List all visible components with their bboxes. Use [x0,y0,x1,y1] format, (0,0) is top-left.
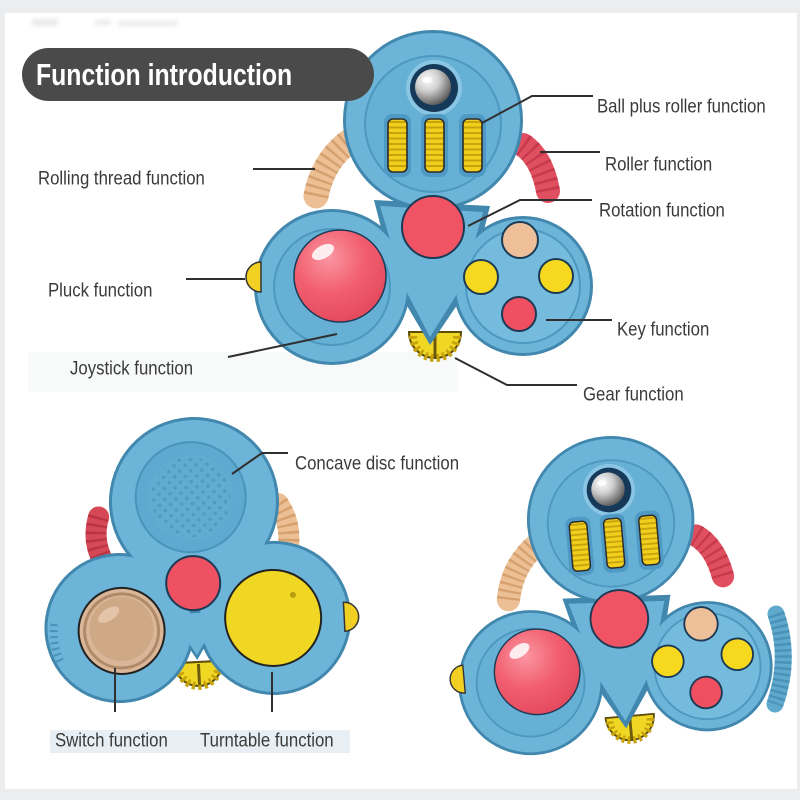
switch-button [77,586,166,675]
callout-rolling-thread: Rolling thread function [38,167,205,190]
callout-joystick: Joystick function [70,357,194,380]
roller-slots [384,114,486,177]
center-button-back [165,555,222,612]
key-buttons [463,221,574,332]
fidget-pad-back-view [44,416,360,704]
ball-track [406,60,462,116]
callout-turntable: Turntable function [200,729,334,752]
joystick-ball [293,229,387,323]
rolling-thread [303,127,364,209]
page-title: Function introduction [36,57,293,92]
rolling-thread-back [267,493,300,557]
pluck-button [245,261,262,293]
artifact-smudge [118,21,178,26]
label-highlight-strip [50,730,350,753]
callout-rotation: Rotation function [599,199,725,222]
rotation-button [401,195,465,259]
title-banner: Function introduction [22,48,375,101]
artifact-smudge [95,20,111,25]
side-roller-red-back [85,506,114,572]
pluck-button-back [342,601,360,633]
bottom-gear [407,331,463,362]
callout-gear: Gear function [583,383,684,406]
metal-ball [415,69,451,105]
fidget-pad-front-view [245,30,593,365]
callout-lines [114,95,612,712]
callout-roller: Roller function [605,153,713,176]
yellow-rollers [387,118,483,173]
callout-key: Key function [617,318,710,341]
line-joystick [227,333,338,358]
turntable-disc [224,568,323,667]
artifact-smudge [32,19,58,26]
concave-disc [134,441,247,554]
light-band [28,352,458,392]
gear-edge-texture [766,605,792,713]
callout-ball-plus-roller: Ball plus roller function [597,95,766,118]
line-concave-disc [231,452,288,475]
line-gear [454,357,577,386]
line-ball-plus-roller [481,95,593,124]
callout-concave-disc: Concave disc function [295,452,460,475]
fidget-pad-tilted-view [430,423,792,761]
side-roller-red [511,133,560,203]
callout-pluck: Pluck function [48,279,153,302]
callout-switch: Switch function [55,729,168,752]
line-rotation [467,199,592,227]
